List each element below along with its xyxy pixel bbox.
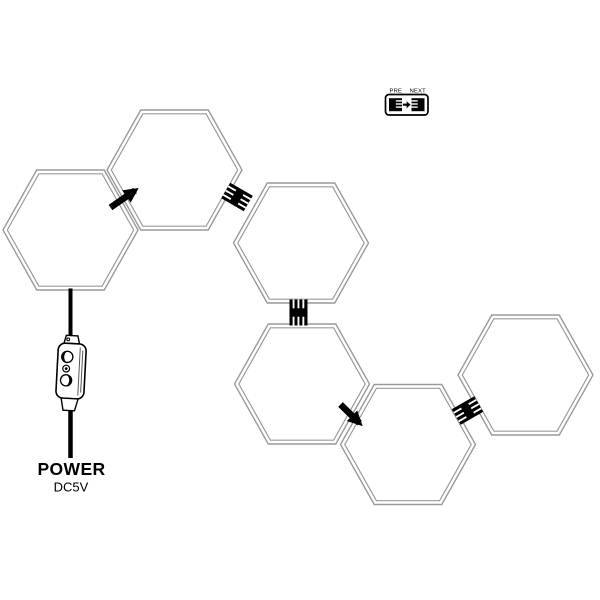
panel-link-connector-icon (289, 299, 308, 326)
hex-outer-outline (339, 383, 477, 506)
hex-outer-outline (232, 182, 370, 304)
insert-direction-arrow (108, 187, 139, 211)
panels-layer (2, 109, 594, 506)
power-label: POWER (37, 459, 105, 479)
crescent-icon (65, 375, 72, 386)
hex-outer-outline (233, 323, 371, 445)
pre-next-legend: PRE NEXT (384, 89, 429, 116)
inline-controller (55, 334, 87, 412)
hex-inner-outline (344, 387, 472, 502)
crescent-icon (62, 351, 68, 362)
arrow-right-icon (402, 101, 411, 109)
controller-shade-line-2 (80, 350, 84, 393)
pre-label: PRE (390, 89, 403, 95)
insert-direction-arrow (338, 402, 363, 427)
hex-panel-2 (106, 109, 243, 231)
dot-icon (64, 367, 68, 370)
hex-inner-outline (110, 113, 239, 227)
hex-inner-outline (237, 186, 365, 300)
hex-panel-1 (2, 169, 139, 291)
controller-shade-line (77, 347, 81, 396)
hex-outer-outline (2, 169, 139, 291)
hex-panel-3 (232, 182, 370, 304)
hex-inner-outline (6, 173, 135, 287)
hex-panel-5 (339, 383, 477, 506)
hex-inner-outline (238, 327, 366, 441)
neck-detail-dot (66, 337, 71, 342)
hex-outer-outline (106, 109, 243, 231)
next-connector-icon (411, 98, 425, 112)
hex-inner-outline (461, 318, 590, 432)
voltage-label: DC5V (54, 480, 89, 495)
next-label: NEXT (410, 89, 427, 95)
arrows-layer (108, 187, 363, 427)
pre-connector-icon (389, 98, 402, 112)
hex-panel-4 (233, 323, 371, 445)
hex-panel-6 (457, 314, 594, 436)
controller-cable-boot (60, 397, 80, 412)
hex-outer-outline (457, 314, 594, 436)
power-cable-assembly: POWER DC5V (37, 288, 105, 495)
